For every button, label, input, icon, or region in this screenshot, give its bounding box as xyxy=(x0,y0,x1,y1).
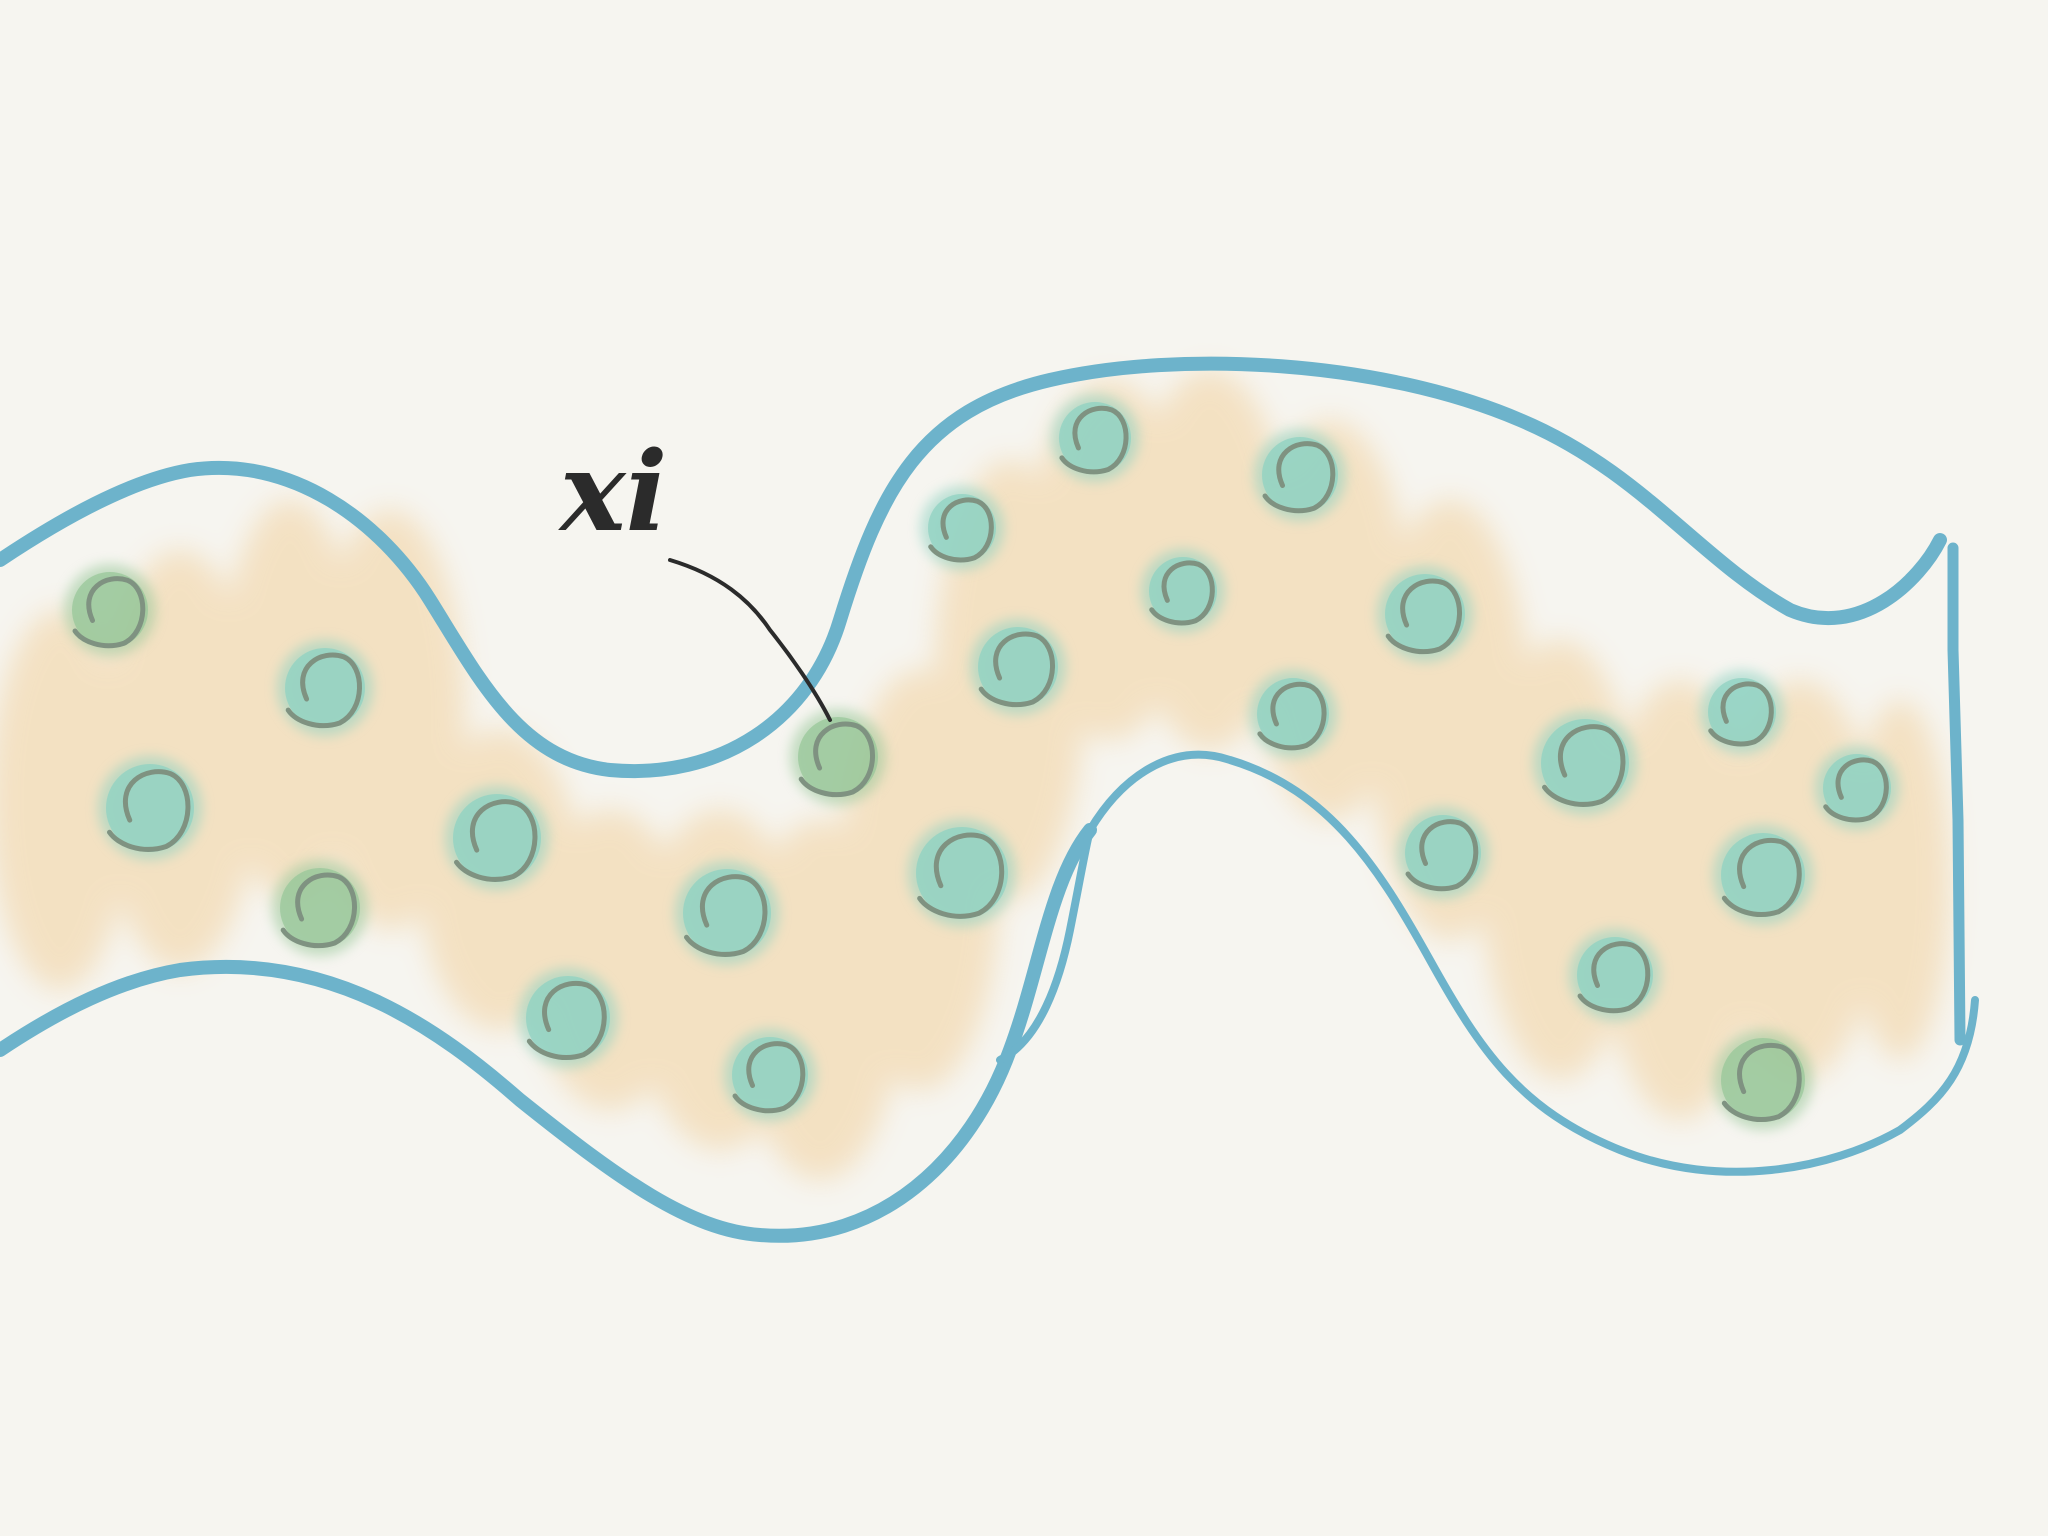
particle-outline xyxy=(1708,681,1774,747)
manifold-boundary xyxy=(0,356,1979,1243)
particle xyxy=(1713,825,1813,925)
particle-outline xyxy=(928,497,994,563)
particle xyxy=(64,564,156,656)
particle xyxy=(970,619,1066,715)
particle xyxy=(1051,394,1139,482)
lower-bend-boundary xyxy=(996,826,1094,1064)
xi-pointer-line xyxy=(668,558,832,722)
particle xyxy=(272,860,368,956)
particle-outline xyxy=(107,769,191,852)
particle xyxy=(790,709,886,805)
particle-outline xyxy=(1721,837,1802,917)
xi-annotation: xi xyxy=(558,427,832,722)
xi-label: xi xyxy=(558,427,667,556)
particle xyxy=(1397,807,1489,899)
particle-cloud xyxy=(64,394,1899,1130)
particle xyxy=(1569,929,1661,1021)
particle xyxy=(1533,711,1637,815)
particle-outline xyxy=(1385,578,1462,655)
particle xyxy=(908,819,1016,927)
particle-outline xyxy=(1149,560,1215,626)
particle-outline xyxy=(917,832,1005,919)
particle-outline xyxy=(280,872,357,949)
inner-top-boundary xyxy=(1086,750,1979,1176)
particle-outline xyxy=(1823,757,1889,823)
particle-outline xyxy=(1542,724,1626,807)
outer-top-boundary xyxy=(0,356,1947,779)
particle-outline xyxy=(1257,681,1327,751)
particle-outline xyxy=(684,874,768,957)
particle-outline xyxy=(72,576,146,649)
particle-outline xyxy=(1577,941,1651,1014)
particle-outline xyxy=(978,631,1055,708)
particle-outline xyxy=(1059,405,1129,475)
particle xyxy=(1815,746,1899,830)
particle xyxy=(1141,549,1225,633)
particle-outline xyxy=(798,721,875,798)
particle-outline xyxy=(454,799,538,882)
particle-outline xyxy=(1262,441,1336,514)
particle xyxy=(98,756,202,860)
particle xyxy=(1249,670,1337,758)
particle-outline xyxy=(1721,1042,1802,1122)
particle xyxy=(1700,670,1784,754)
particle-outline xyxy=(526,980,607,1060)
particle xyxy=(920,486,1004,570)
particle xyxy=(518,968,618,1068)
particle xyxy=(1377,566,1473,662)
outer-bottom-boundary xyxy=(0,823,1097,1243)
particle-outline xyxy=(1405,819,1479,892)
particle xyxy=(445,786,549,890)
particle xyxy=(675,861,779,965)
particle xyxy=(724,1029,816,1121)
right-edge-boundary xyxy=(1947,542,1966,1046)
particle xyxy=(1254,429,1346,521)
particle xyxy=(1713,1030,1813,1130)
particle-outline xyxy=(732,1041,806,1114)
particle xyxy=(277,640,373,736)
particle-outline xyxy=(285,652,362,729)
